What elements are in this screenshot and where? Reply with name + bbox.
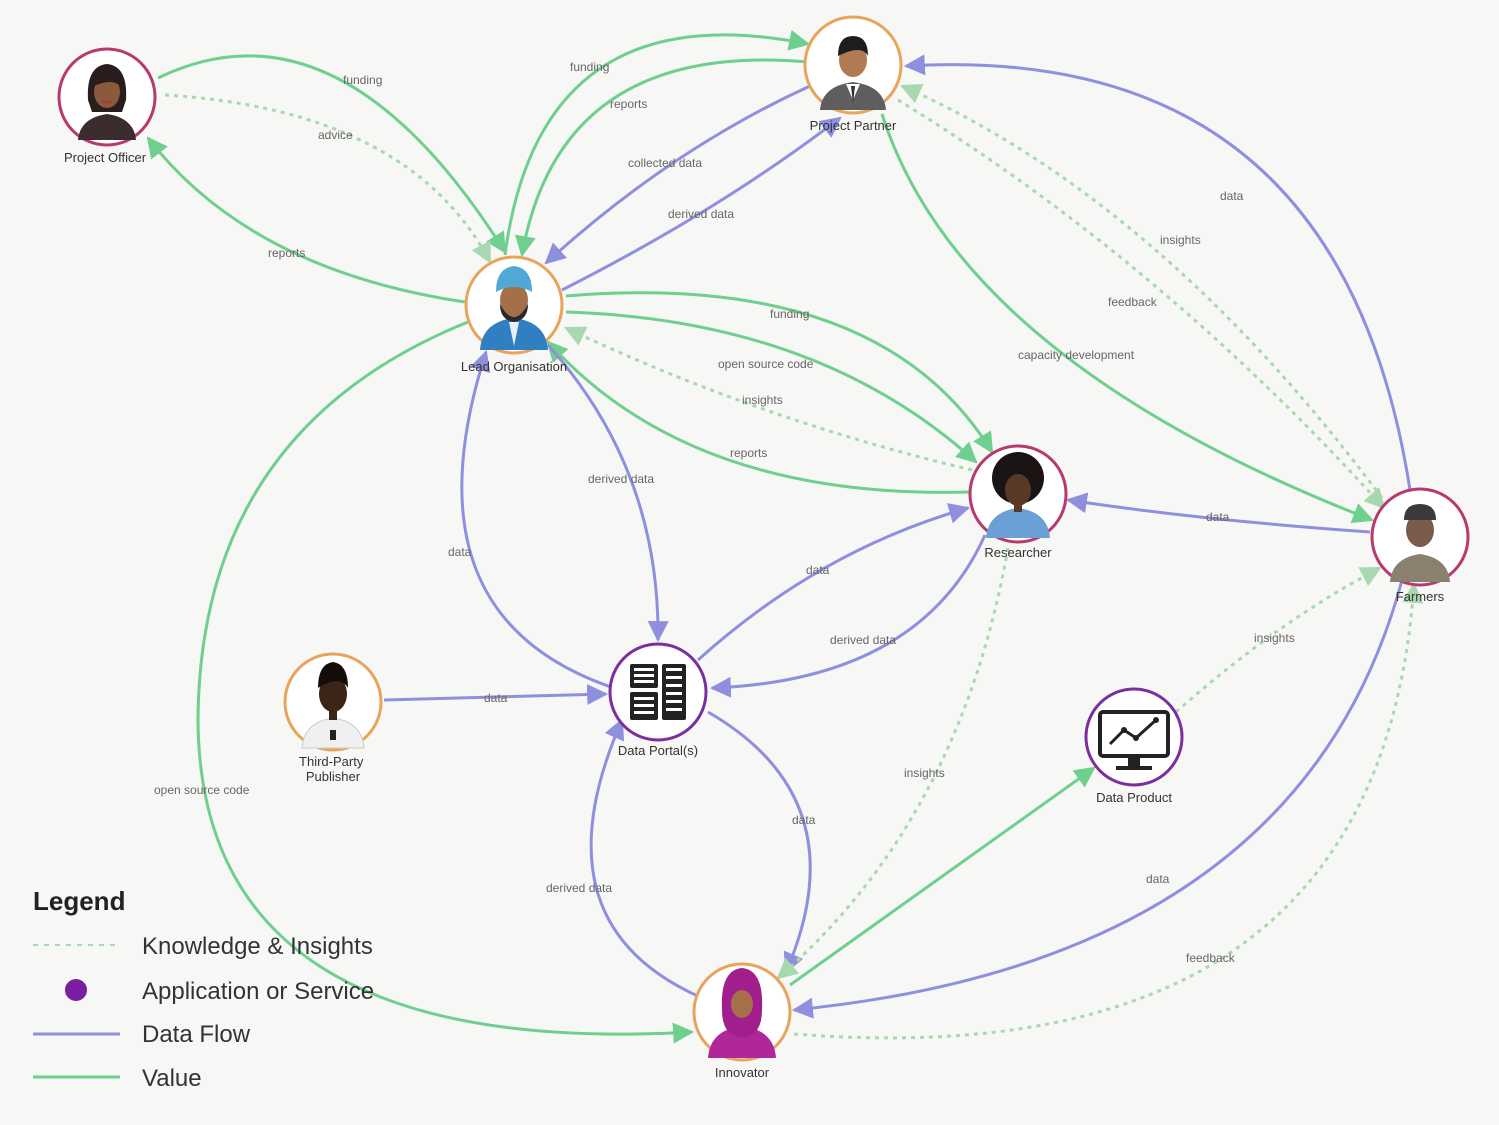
edge-label: derived data	[588, 472, 654, 486]
edge-lo-po-reports	[146, 136, 466, 304]
edge-label: feedback	[1108, 295, 1158, 309]
node-label-line: Publisher	[306, 769, 361, 784]
node-label-line: Third-Party	[299, 754, 364, 769]
node-label-project-officer: Project Officer	[64, 150, 147, 165]
node-innovator: Innovator	[692, 962, 792, 1080]
edge-lo-r-osc	[565, 310, 978, 464]
edge-label: insights	[742, 393, 783, 407]
edge-tpp-dp-data	[383, 684, 609, 706]
node-project-officer: Project Officer	[57, 47, 157, 165]
edge-lo-r-funding	[565, 291, 994, 454]
node-label-farmers: Farmers	[1396, 589, 1445, 604]
node-label-researcher: Researcher	[984, 545, 1052, 560]
edge-lo-pp-derived	[561, 116, 842, 292]
legend-swatch-service	[65, 979, 87, 1001]
edge-label: capacity development	[1018, 348, 1135, 362]
node-data-product: Data Product	[1084, 687, 1184, 805]
edge-label: funding	[770, 307, 809, 321]
node-data-portal: Data Portal(s)	[608, 642, 708, 758]
edge-pp-lo-collected	[544, 84, 811, 265]
edge-pp-f-capacity	[880, 113, 1374, 523]
edge-f-pp-data	[903, 54, 1412, 491]
edge-po-lo-advice	[164, 93, 492, 264]
legend: Legend Knowledge & Insights Application …	[33, 886, 374, 1092]
edge-label: insights	[904, 766, 945, 780]
server-icon	[630, 664, 686, 720]
edge-lo-inn-osc	[196, 320, 695, 1044]
node-label-data-product: Data Product	[1096, 790, 1172, 805]
edge-label: data	[792, 813, 816, 827]
node-third-party-publisher: Third-Party Publisher	[283, 652, 383, 784]
node-researcher: Researcher	[968, 444, 1068, 560]
edge-pp-lo-reports	[514, 58, 809, 258]
edge-r-inn-insights	[776, 547, 1010, 980]
edge-f-pp-insights	[900, 84, 1384, 499]
edge-label: insights	[1254, 631, 1295, 645]
legend-label-knowledge: Knowledge & Insights	[142, 933, 373, 960]
legend-title: Legend	[33, 886, 125, 916]
edge-label: collected data	[628, 156, 702, 170]
edge-dp-lo-data	[460, 350, 621, 692]
edge-label: funding	[343, 73, 382, 87]
edge-pp-f-feedback	[897, 98, 1386, 510]
edge-label: derived data	[830, 633, 896, 647]
node-label-lead-organisation: Lead Organisation	[461, 359, 567, 374]
person-afro-icon	[986, 452, 1050, 538]
edge-r-lo-insights	[564, 326, 973, 472]
edge-inn-dp-derived	[589, 718, 713, 1004]
edge-lo-dp-derived	[546, 343, 669, 643]
node-farmers: Farmers	[1370, 487, 1470, 604]
edge-inn-dprod	[789, 766, 1096, 987]
node-label-project-partner: Project Partner	[810, 118, 897, 133]
monitor-chart-icon	[1098, 710, 1170, 770]
edge-label: reports	[268, 246, 305, 260]
edge-label: data	[1146, 872, 1170, 886]
edge-label: funding	[570, 60, 609, 74]
legend-label-data-flow: Data Flow	[142, 1021, 251, 1048]
person-publisher-icon	[301, 662, 365, 749]
node-label-third-party-publisher: Third-Party Publisher	[299, 754, 367, 784]
edge-f-inn-data	[791, 579, 1404, 1019]
person-turban-icon	[480, 266, 548, 350]
legend-label-value: Value	[142, 1065, 202, 1092]
person-hijab-icon	[708, 968, 776, 1058]
edge-label: open source code	[718, 357, 814, 371]
node-label-data-portal: Data Portal(s)	[618, 743, 698, 758]
node-lead-organisation: Lead Organisation	[461, 255, 567, 374]
edge-lo-pp-funding	[503, 29, 811, 256]
person-man-suit-icon	[820, 36, 886, 110]
edge-label: data	[484, 691, 508, 705]
edge-label: data	[1220, 189, 1244, 203]
edge-label: derived data	[546, 881, 612, 895]
edge-dp-r-data	[696, 503, 971, 662]
edge-label: data	[806, 563, 830, 577]
person-farmer-icon	[1390, 504, 1450, 582]
node-label-innovator: Innovator	[715, 1065, 770, 1080]
edge-f-r-data	[1065, 492, 1371, 534]
person-woman-icon	[78, 64, 136, 140]
edge-r-dp-derived	[709, 534, 987, 698]
edge-label: advice	[318, 128, 353, 142]
edge-r-lo-reports	[546, 340, 971, 494]
edge-inn-f-feedback	[793, 581, 1424, 1040]
edge-label: reports	[730, 446, 767, 460]
edge-label: feedback	[1186, 951, 1236, 965]
edge-po-lo-funding	[157, 54, 507, 254]
legend-label-service: Application or Service	[142, 978, 374, 1005]
edge-label: open source code	[154, 783, 250, 797]
edge-label: insights	[1160, 233, 1201, 247]
edge-dp-inn-data	[707, 710, 812, 974]
edge-label: reports	[610, 97, 647, 111]
edge-label: derived data	[668, 207, 734, 221]
edge-label: data	[448, 545, 472, 559]
edge-label: data	[1206, 510, 1230, 524]
node-project-partner: Project Partner	[803, 15, 903, 133]
